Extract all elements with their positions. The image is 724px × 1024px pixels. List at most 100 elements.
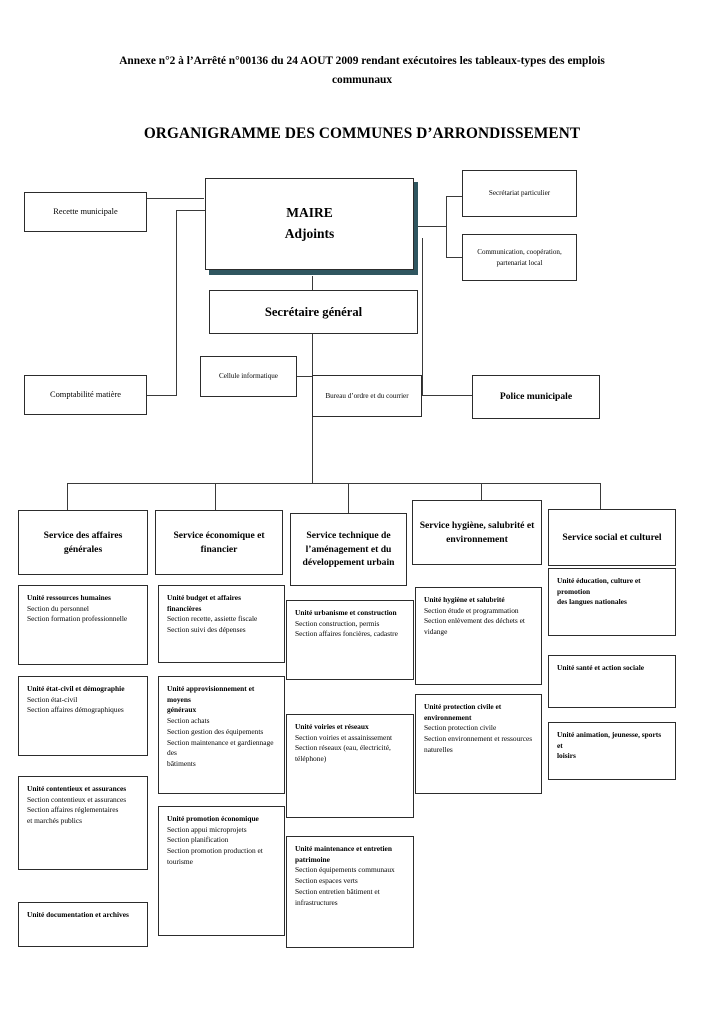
- box-service-affaires-generales[interactable]: Service des affaires générales: [18, 510, 148, 575]
- unit-section: Section équipements communaux: [295, 865, 395, 875]
- box-unit-voiries-reseaux[interactable]: Unité voiries et réseaux Section voiries…: [286, 714, 414, 818]
- unit-section: infrastructures: [295, 897, 338, 907]
- box-unit-promotion-economique[interactable]: Unité promotion économique Section appui…: [158, 806, 285, 936]
- unit-section: tourisme: [167, 856, 193, 866]
- unit-title-line-2: des langues nationales: [557, 597, 627, 607]
- unit-title-line-1: Unité éducation, culture et promotion: [557, 576, 641, 596]
- connector-secretariat: [446, 196, 462, 197]
- unit-section: Section entretien bâtiment et: [295, 886, 380, 896]
- unit-title: Unité urbanisme et construction: [295, 608, 397, 617]
- box-bureau-ordre-courrier[interactable]: Bureau d’ordre et du courrier: [312, 375, 422, 417]
- box-service-social-culturel[interactable]: Service social et culturel: [548, 509, 676, 566]
- box-unit-animation-jeunesse[interactable]: Unité animation, jeunesse, sports et loi…: [548, 722, 676, 780]
- unit-section: Section état-civil: [27, 694, 78, 704]
- unit-section: Section maintenance et gardiennage des: [167, 737, 274, 758]
- service-social-culturel-label: Service social et culturel: [562, 531, 662, 543]
- communication-line-1: Communication, coopération,: [477, 248, 562, 257]
- box-unit-approvisionnement[interactable]: Unité approvisionnement et moyens généra…: [158, 676, 285, 794]
- communication-line-2: partenariat local: [496, 258, 543, 267]
- cellule-informatique-label: Cellule informatique: [219, 372, 278, 381]
- unit-section: vidange: [424, 627, 448, 637]
- box-police-municipale[interactable]: Police municipale: [472, 375, 600, 419]
- unit-section: Section affaires foncières, cadastre: [295, 629, 398, 639]
- maire-shadow-bottom: [209, 270, 418, 275]
- box-recette-municipale[interactable]: Recette municipale: [24, 192, 147, 232]
- unit-title-line-2: loisirs: [557, 751, 576, 761]
- unit-title: Unité documentation et archives: [27, 910, 129, 919]
- unit-title: Unité budget et affaires financières: [167, 593, 241, 613]
- unit-title: Unité voiries et réseaux: [295, 722, 369, 731]
- unit-section: Section environnement et ressources: [424, 734, 533, 744]
- unit-section: et marchés publics: [27, 816, 83, 826]
- box-unit-sante-action-sociale[interactable]: Unité santé et action sociale: [548, 655, 676, 708]
- unit-section: Section enlèvement des déchets et: [424, 616, 525, 626]
- unit-section: Section planification: [167, 835, 229, 845]
- box-secretariat-particulier[interactable]: Secrétariat particulier: [462, 170, 577, 217]
- connector-recette-maire: [147, 198, 204, 199]
- connector-communication: [446, 257, 462, 258]
- unit-section: Section affaires démographiques: [27, 705, 124, 715]
- unit-title: Unité hygiène et salubrité: [424, 595, 505, 604]
- connector-left-spine: [176, 210, 177, 395]
- connector-right-spine: [422, 238, 423, 395]
- unit-section: Section formation professionnelle: [27, 614, 128, 624]
- service-technique-line-1: Service technique de: [306, 529, 391, 541]
- box-unit-protection-civile[interactable]: Unité protection civile et environnement…: [415, 694, 542, 794]
- service-economique-financier-label: Service économique et financier: [173, 529, 265, 555]
- unit-title-line-1: Unité animation, jeunesse, sports et: [557, 730, 662, 750]
- unit-section: Section appui microprojets: [167, 824, 247, 834]
- unit-title-line-1: Unité approvisionnement et moyens: [167, 684, 255, 704]
- unit-section: naturelles: [424, 744, 453, 754]
- box-service-economique-financier[interactable]: Service économique et financier: [155, 510, 283, 575]
- maire-shadow-right: [414, 182, 418, 274]
- box-communication[interactable]: Communication, coopération, partenariat …: [462, 234, 577, 281]
- box-service-technique[interactable]: Service technique de l’aménagement et du…: [290, 513, 407, 586]
- unit-section: Section suivi des dépenses: [167, 625, 246, 635]
- service-hygiene-line-2: environnement: [446, 533, 508, 545]
- box-service-hygiene[interactable]: Service hygiène, salubrité et environnem…: [412, 500, 542, 565]
- header-line-1: Annexe n°2 à l’Arrêté n°00136 du 24 AOUT…: [119, 55, 605, 67]
- unit-section: Section espaces verts: [295, 876, 358, 886]
- box-comptabilite-matiere[interactable]: Comptabilité matière: [24, 375, 147, 415]
- service-hygiene-labels: Service hygiène, salubrité et environnem…: [420, 519, 535, 547]
- connector-right-vertical: [446, 196, 447, 257]
- unit-title-line-1: Unité maintenance et entretien: [295, 844, 392, 853]
- box-unit-ressources-humaines[interactable]: Unité ressources humaines Section du per…: [18, 585, 148, 665]
- maire-title: MAIRE: [286, 205, 333, 221]
- box-unit-documentation-archives[interactable]: Unité documentation et archives: [18, 902, 148, 947]
- unit-title: Unité état-civil et démographie: [27, 684, 125, 693]
- service-technique-labels: Service technique de l’aménagement et du…: [303, 529, 395, 571]
- service-technique-line-2: l’aménagement et du: [305, 543, 392, 555]
- unit-title: Unité santé et action sociale: [557, 663, 645, 672]
- service-affaires-generales-label: Service des affaires générales: [43, 529, 123, 555]
- unit-section: Section recette, assiette fiscale: [167, 614, 258, 624]
- unit-section: Section construction, permis: [295, 618, 380, 628]
- header-line-2: communaux: [331, 73, 393, 86]
- box-secretaire-general[interactable]: Secrétaire général: [209, 290, 418, 334]
- box-unit-urbanisme-construction[interactable]: Unité urbanisme et construction Section …: [286, 600, 414, 680]
- unit-section: téléphone): [295, 754, 327, 764]
- box-maire[interactable]: MAIRE Adjoints: [205, 178, 414, 270]
- box-unit-etat-civil[interactable]: Unité état-civil et démographie Section …: [18, 676, 148, 756]
- connector-police: [422, 395, 472, 396]
- unit-section: Section gestion des équipements: [167, 726, 264, 736]
- connector-drop-social: [600, 483, 601, 509]
- page-title: ORGANIGRAMME DES COMMUNES D’ARRONDISSEME…: [143, 125, 581, 142]
- box-unit-education-culture[interactable]: Unité éducation, culture et promotion de…: [548, 568, 676, 636]
- unit-title-line-2: environnement: [424, 712, 472, 722]
- box-unit-contentieux[interactable]: Unité contentieux et assurances Section …: [18, 776, 148, 870]
- unit-section: Section voiries et assainissement: [295, 732, 393, 742]
- box-cellule-informatique[interactable]: Cellule informatique: [200, 356, 297, 397]
- unit-section: Section protection civile: [424, 723, 497, 733]
- unit-section: Section contentieux et assurances: [27, 794, 127, 804]
- box-unit-budget-affaires-financieres[interactable]: Unité budget et affaires financières Sec…: [158, 585, 285, 663]
- connector-drop-affaires-generales: [67, 483, 68, 510]
- connector-drop-economique: [215, 483, 216, 510]
- connector-comptabilite: [147, 395, 177, 396]
- connector-maire-sg: [312, 276, 313, 290]
- box-unit-maintenance-patrimoine[interactable]: Unité maintenance et entretien patrimoin…: [286, 836, 414, 948]
- unit-title-line-2: généraux: [167, 705, 197, 715]
- unit-section: bâtiments: [167, 759, 196, 769]
- box-unit-hygiene-salubrite[interactable]: Unité hygiène et salubrité Section étude…: [415, 587, 542, 685]
